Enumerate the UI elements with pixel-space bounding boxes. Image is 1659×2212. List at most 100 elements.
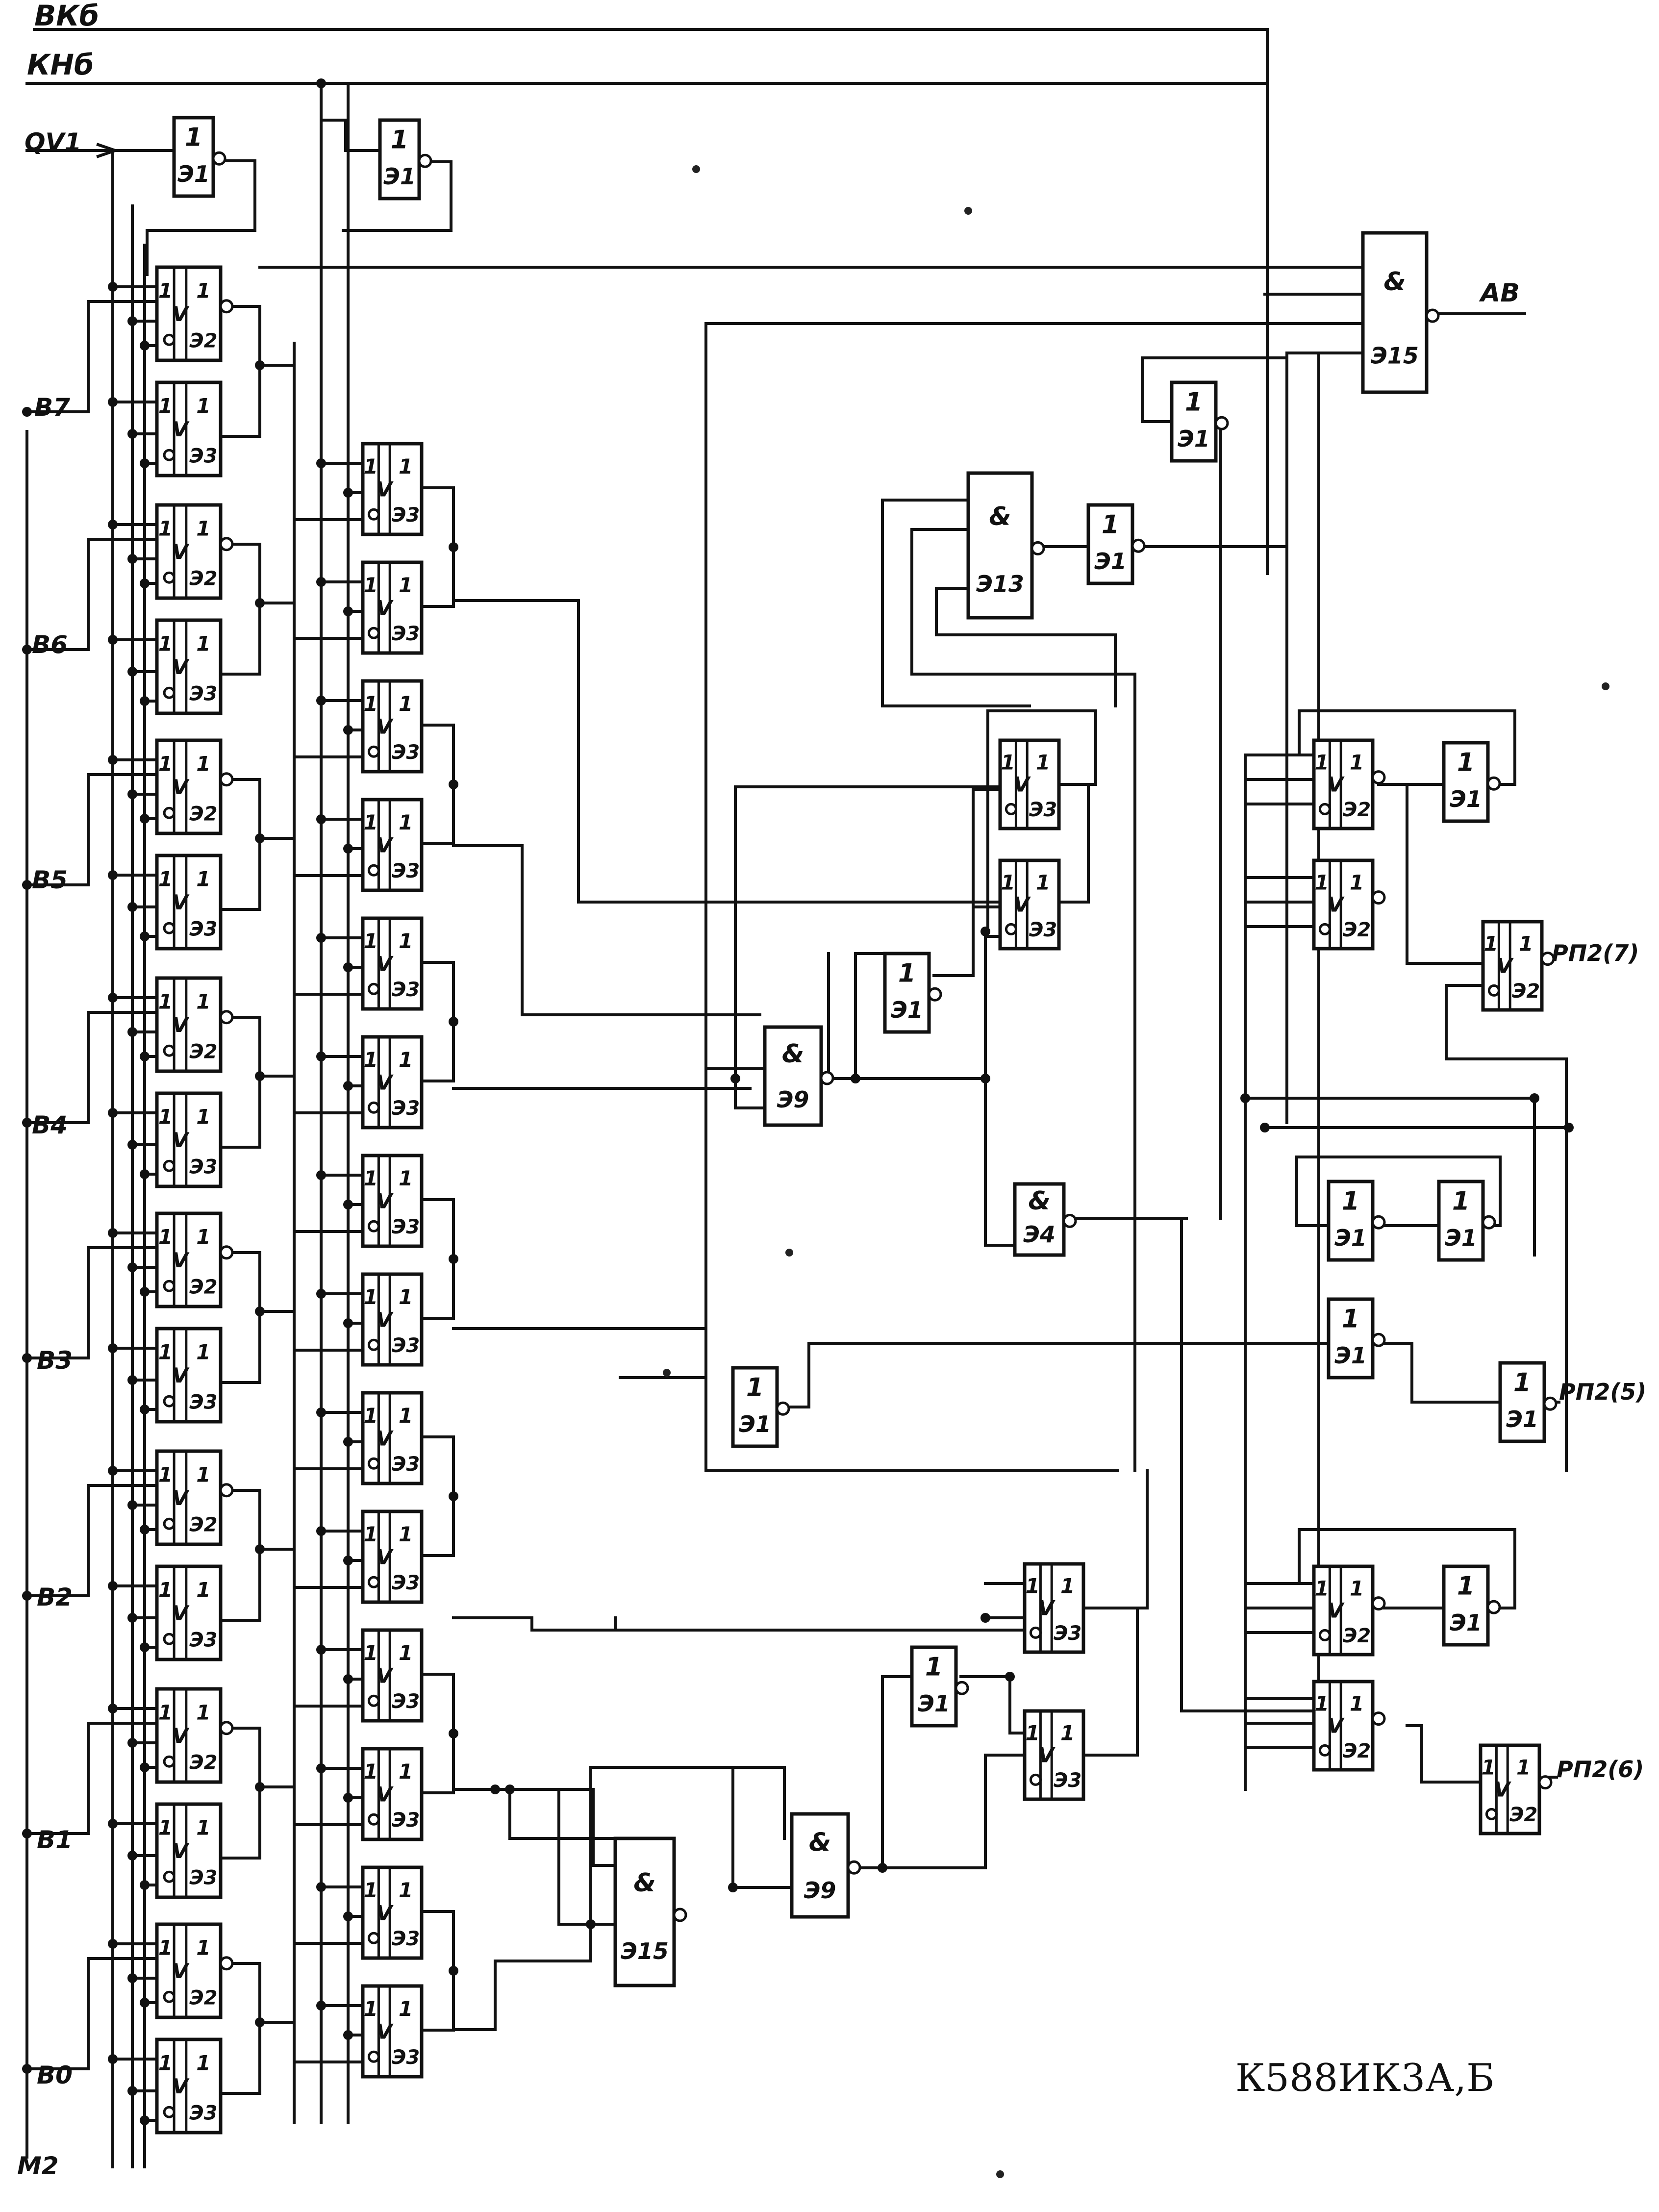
wire [1244,754,1315,805]
junction-dot [449,1254,458,1264]
gate-symbol: V [377,1545,394,1569]
gate-symbol: 1 [399,1760,413,1784]
gate-symbol: 1 [1350,870,1364,894]
gate-symbol: 1 [196,1578,210,1602]
bit-label-b1: В1 [37,1826,73,1854]
gate-symbol: & [782,1039,804,1069]
gate-label: Э2 [1509,1804,1537,1826]
wire [1406,1724,1482,1784]
wire [25,538,158,651]
gate-symbol: 1 [185,123,202,152]
gate-label: Э3 [392,1572,420,1594]
gate-symbol: V [172,2074,190,2098]
gate-label: Э2 [189,567,217,590]
junction-dot [22,1353,32,1363]
bottom-left-label: М2 [17,2152,59,2180]
gate-label: Э3 [392,741,420,764]
junction-dot [316,1763,326,1773]
and-gate-e9-lower: &Э9 [790,1812,861,1919]
gate-label: Э15 [621,1938,669,1964]
wire [219,1251,261,1384]
gate-symbol: 1 [158,632,173,656]
gate-symbol: 1 [399,1166,413,1190]
wire [1244,1697,1315,1749]
gate-symbol: 1 [196,1340,210,1364]
junction-dot [255,1544,265,1554]
gate-symbol: 1 [158,1936,173,1960]
junction-dot [108,520,118,529]
gate-symbol: V [1014,772,1031,796]
wire [1244,1097,1536,1257]
junction-dot [1530,1093,1539,1103]
signal-label-vkb: ВКб [34,0,99,32]
junction-dot [140,931,150,941]
bit-label-b5: В5 [32,866,68,894]
inverter-e1-mid-right-3: 1Э1 [1327,1297,1386,1380]
gate-label: Э1 [1178,426,1210,452]
wire [1141,356,1173,423]
wire [219,778,261,911]
gate-label: Э2 [189,1751,217,1774]
junction-dot [343,1793,353,1803]
wire [1295,1156,1502,1227]
junction-dot [127,1500,137,1510]
gate-label: Э1 [1450,786,1482,812]
gate-symbol: 1 [1315,1691,1329,1715]
inverter-e1-e13-out: 1Э1 [1086,503,1146,585]
gate-symbol: V [1494,1777,1512,1801]
gate-symbol: 1 [1060,1721,1075,1745]
junction-dot [108,755,118,765]
bit-label-b2: В2 [37,1583,73,1611]
junction-dot [108,1819,118,1829]
junction-dot [316,1408,326,1417]
gate-symbol: 1 [391,126,408,155]
junction-dot [140,458,150,468]
gate-symbol: 1 [746,1373,764,1403]
gate-symbol: 1 [364,1166,378,1190]
gate-label: Э1 [1450,1609,1482,1636]
gate-label: Э1 [1334,1225,1367,1251]
junction-dot [108,2054,118,2064]
gate-symbol: 1 [196,1225,210,1249]
junction-dot [108,1704,118,1713]
gate-label: Э3 [392,1216,420,1238]
junction-dot [730,1074,740,1083]
wire [452,844,761,1016]
gate-label: Э2 [1343,1740,1371,1762]
gate-symbol: V [172,1959,190,1983]
gate-symbol: 1 [364,810,378,834]
gate-symbol: 1 [158,517,173,541]
wire [734,785,1002,1109]
gate-symbol: 1 [1315,1576,1329,1600]
and-gate-e15-upper: &Э15 [1361,231,1440,394]
wire [219,543,261,676]
gate-symbol: 1 [364,1285,378,1309]
wire [827,1077,1016,1247]
gate-label: Э15 [1371,343,1419,369]
inverter-e1-mid-right-1: 1Э1 [1327,1180,1386,1262]
gate-symbol: 1 [1484,931,1498,955]
gate-symbol: 1 [399,1878,413,1902]
wire [25,300,158,413]
wire [1057,785,1090,904]
gate-label: Э2 [189,1986,217,2009]
gate-label: Э2 [1343,919,1371,941]
gate-symbol: 1 [158,1225,173,1249]
gate-symbol: 1 [1457,748,1475,778]
gate-label: Э3 [392,1809,420,1832]
gate-symbol: V [1038,1596,1056,1620]
gate-symbol: 1 [196,1105,210,1129]
junction-dot [255,2017,265,2027]
gate-label: Э1 [383,163,416,190]
junction-dot [980,1074,990,1083]
gate-label: Э3 [189,682,217,705]
junction-dot [108,397,118,407]
junction-dot [1240,1093,1250,1103]
gate-symbol: 1 [196,1463,210,1487]
